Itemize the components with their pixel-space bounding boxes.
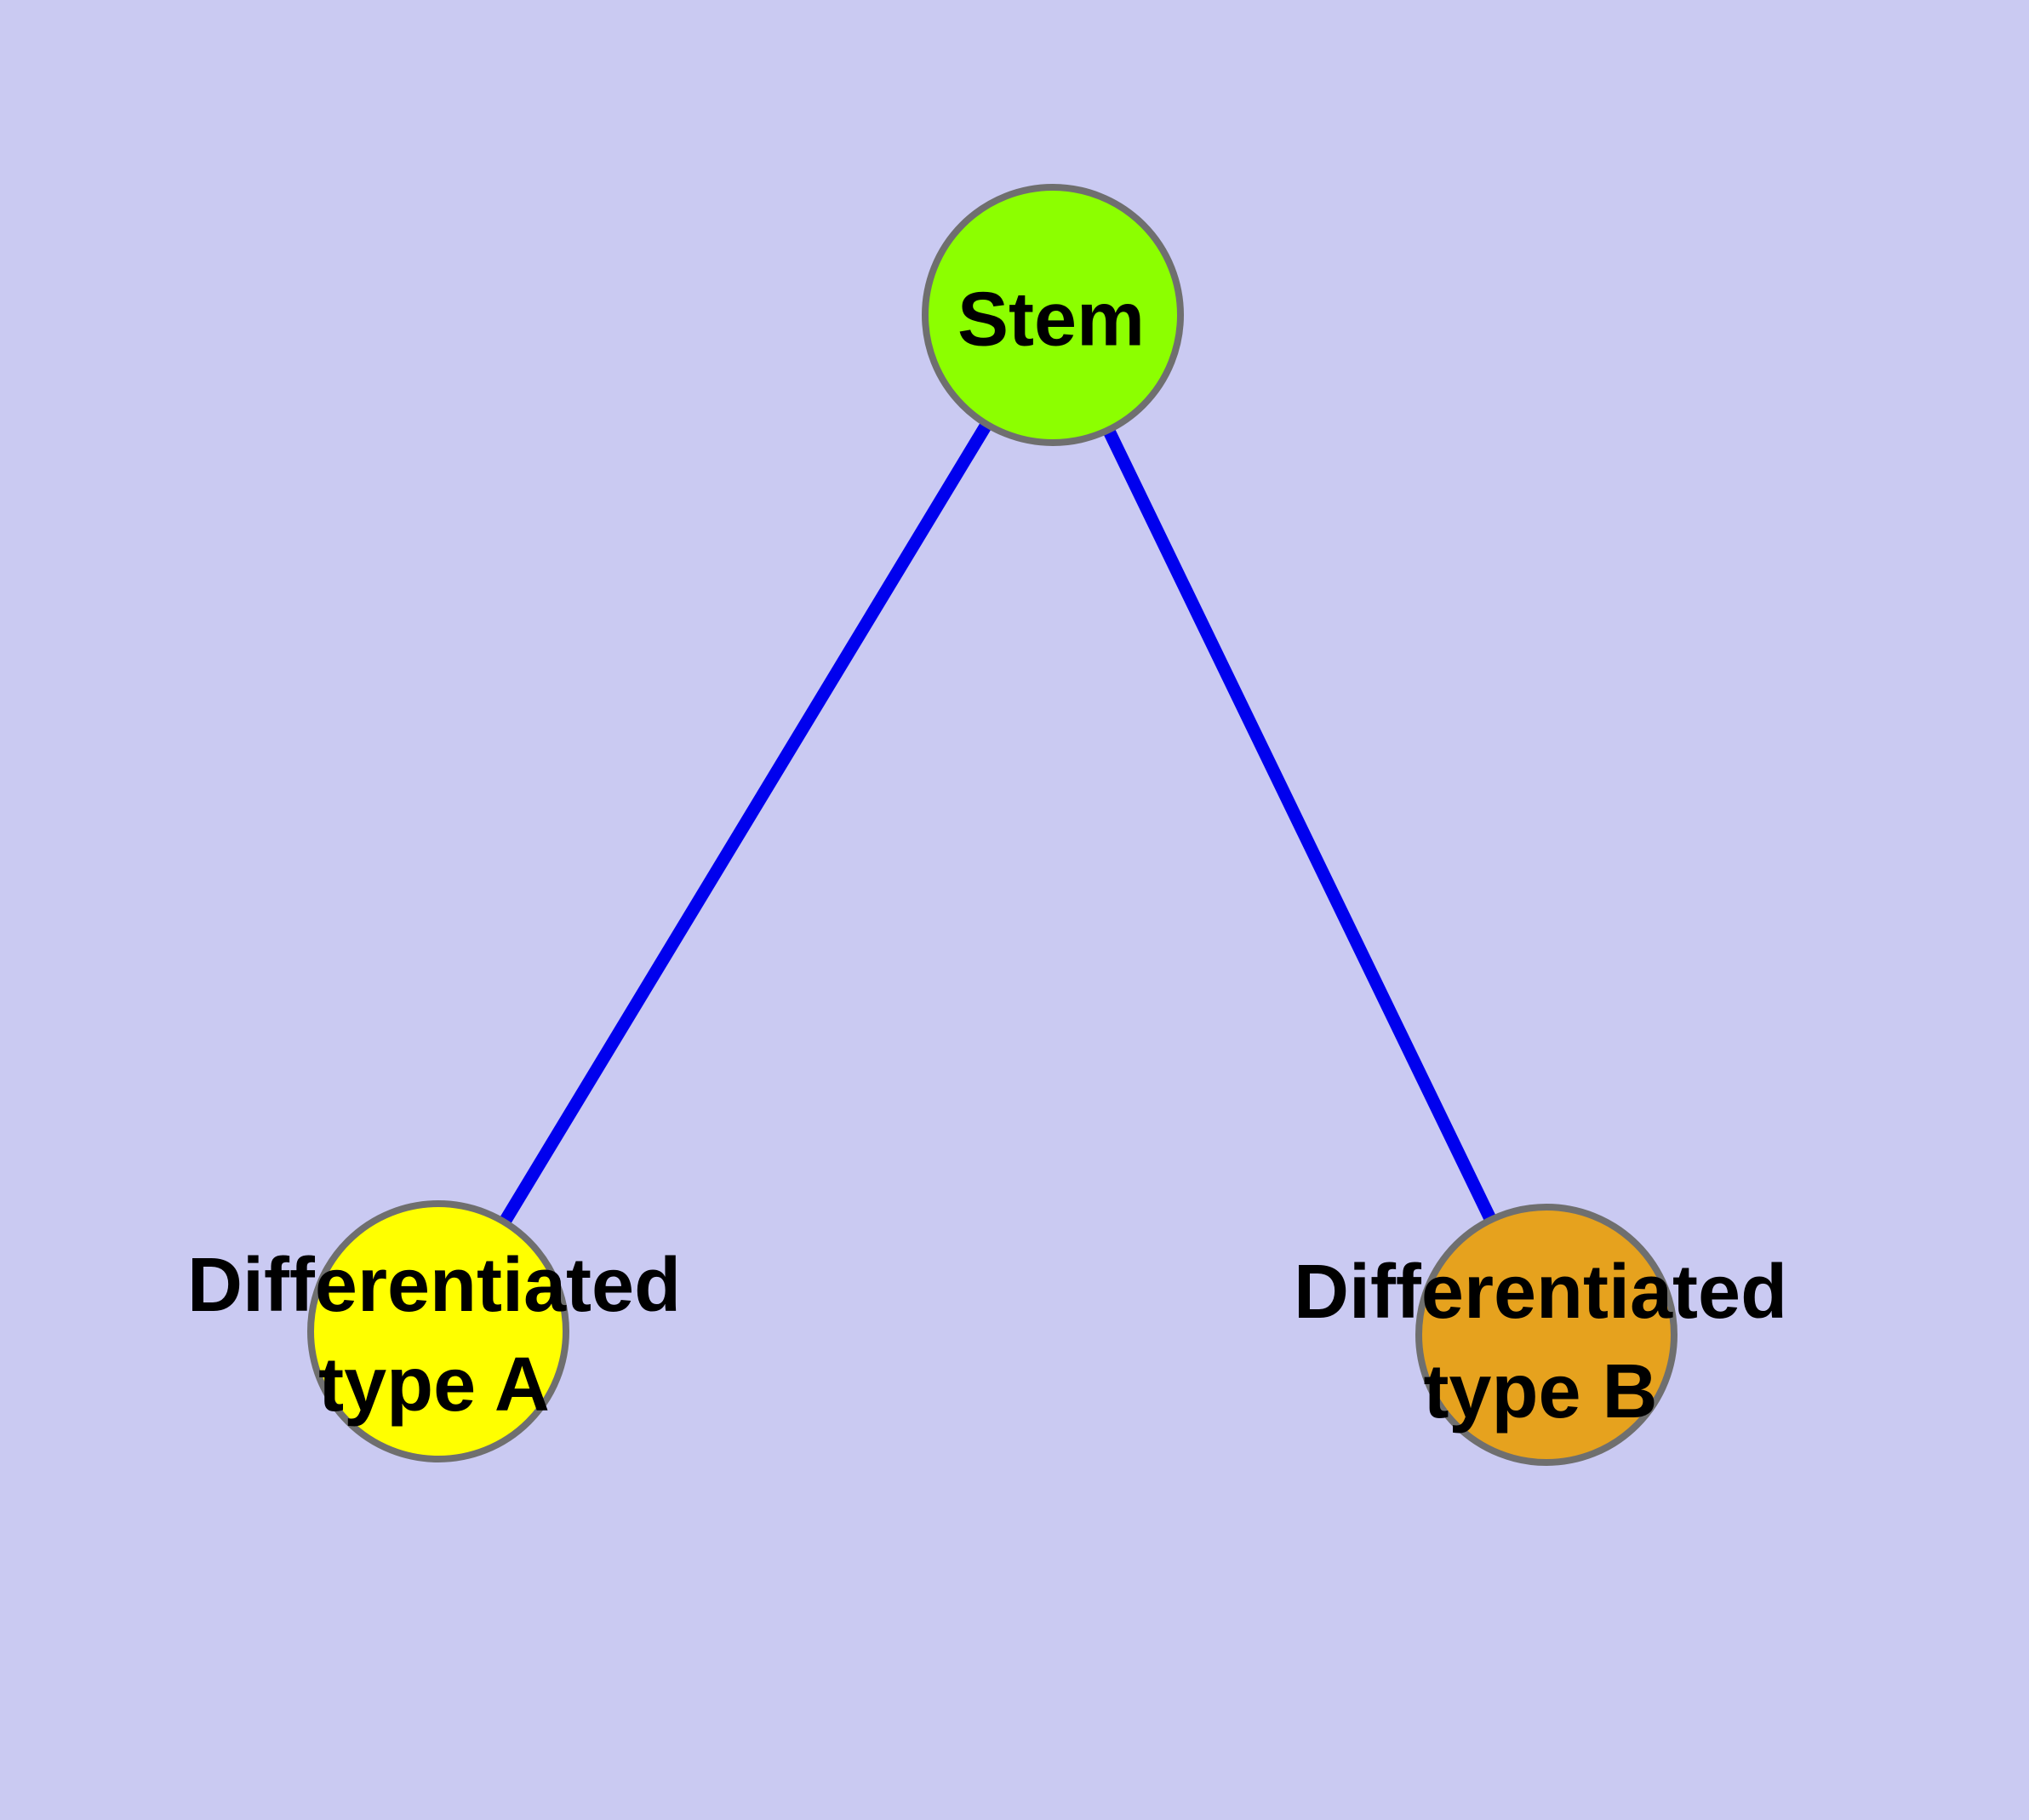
node-type-b-label: Differentiated type B <box>1293 1250 1788 1434</box>
edge-stem-to-type-b <box>1047 312 1552 1338</box>
node-stem <box>922 184 1184 446</box>
edge-stem-to-type-a <box>432 312 1059 1335</box>
node-differentiated-type-a <box>307 1200 569 1462</box>
node-differentiated-type-b <box>1415 1204 1677 1466</box>
node-type-a-label: Differentiated type A <box>186 1243 682 1428</box>
node-stem-label: Stem <box>957 277 1146 363</box>
